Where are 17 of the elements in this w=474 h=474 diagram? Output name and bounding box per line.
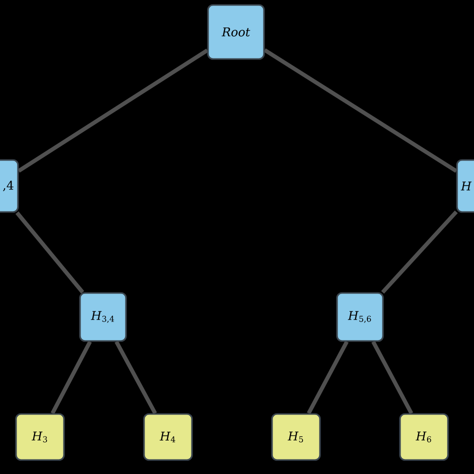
tree-edge <box>15 211 84 294</box>
tree-edge <box>371 340 414 414</box>
leaf-node-box: H$_{6}$ <box>399 413 449 461</box>
tree-edge <box>50 340 92 414</box>
tree-edge <box>264 48 458 173</box>
tree-node-box: H <box>456 159 474 213</box>
tree-node-box: H$_{5,6}$ <box>336 292 384 342</box>
leaf-node-box: H$_{4}$ <box>143 413 193 461</box>
tree-edge <box>306 340 349 414</box>
tree-node-box: ,4 <box>0 159 19 213</box>
tree-edge <box>381 210 458 294</box>
tree-edge <box>18 48 208 173</box>
leaf-node-box: H$_{5}$ <box>271 413 321 461</box>
tree-node-box: H$_{3,4}$ <box>79 292 127 342</box>
tree-edge <box>114 340 157 414</box>
leaf-node-box: H$_{3}$ <box>15 413 65 461</box>
tree-node-box: Root <box>207 4 265 60</box>
